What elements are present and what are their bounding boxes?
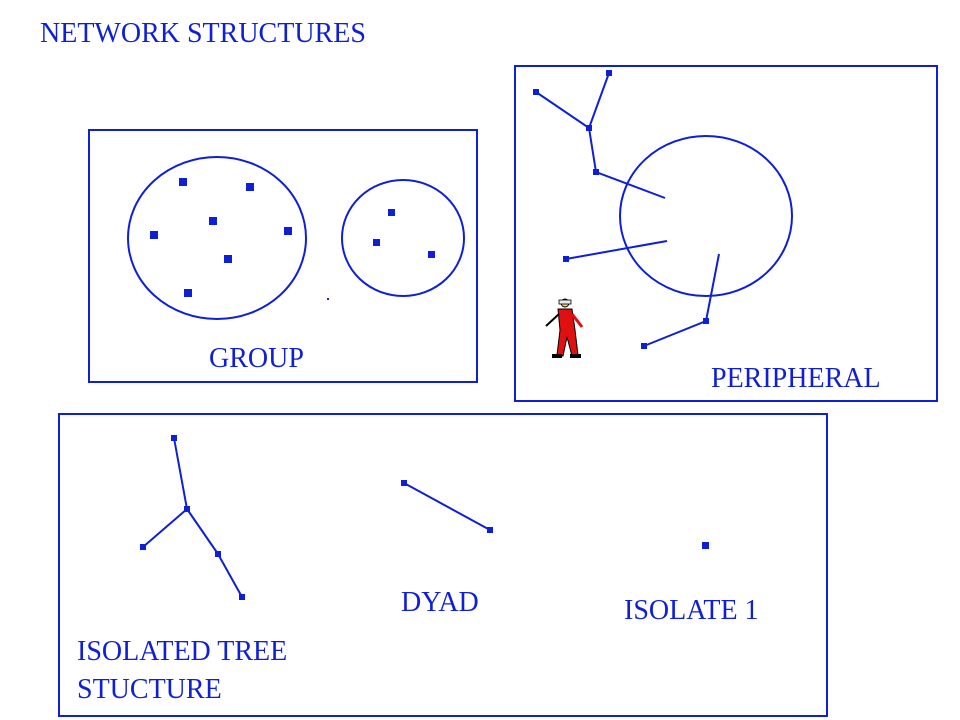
dyad-node xyxy=(401,480,407,486)
tree-edge xyxy=(186,508,219,555)
red-person-figure-icon xyxy=(545,298,584,358)
peripheral-panel-frame xyxy=(514,65,938,402)
group-node xyxy=(373,239,380,246)
group-speck xyxy=(327,298,329,300)
bottom-panel: ISOLATED TREE STUCTURE DYAD ISOLATE 1 xyxy=(58,413,828,717)
peripheral-edge-bottom xyxy=(643,253,720,347)
isolate-label: ISOLATE 1 xyxy=(624,595,759,626)
group-node xyxy=(388,209,395,216)
peripheral-edge-left xyxy=(565,240,668,260)
tree-label-line1: ISOLATED TREE xyxy=(77,636,287,667)
peripheral-branch-into-circle xyxy=(588,127,666,199)
group-node xyxy=(179,178,187,186)
group-node xyxy=(246,183,254,191)
tree-node xyxy=(171,435,177,441)
group-panel-frame xyxy=(88,129,478,383)
peripheral-node xyxy=(703,318,709,324)
tree-node xyxy=(239,594,245,600)
peripheral-node xyxy=(641,343,647,349)
tree-node xyxy=(215,551,221,557)
group-node xyxy=(184,289,192,297)
peripheral-label: PERIPHERAL xyxy=(711,363,881,394)
tree-node xyxy=(184,506,190,512)
peripheral-circle xyxy=(619,135,793,297)
group-large-circle xyxy=(127,156,307,320)
tree-label-line2: STUCTURE xyxy=(77,674,222,705)
peripheral-node xyxy=(586,125,592,131)
group-node xyxy=(150,231,158,239)
group-node xyxy=(284,227,292,235)
peripheral-branch-top xyxy=(535,72,610,130)
dyad-node xyxy=(487,527,493,533)
group-small-circle xyxy=(341,179,465,297)
peripheral-node xyxy=(563,256,569,262)
peripheral-panel: PERIPHERAL xyxy=(514,65,938,402)
tree-edge xyxy=(142,508,188,548)
tree-node xyxy=(140,544,146,550)
tree-edge xyxy=(217,553,243,598)
isolate: ISOLATE 1 xyxy=(624,542,759,626)
peripheral-node xyxy=(593,169,599,175)
group-node xyxy=(209,217,217,225)
group-panel: GROUP xyxy=(88,129,478,383)
group-node xyxy=(428,251,435,258)
peripheral-node xyxy=(533,89,539,95)
diagram-title: NETWORK STRUCTURES xyxy=(40,18,366,49)
dyad: DYAD xyxy=(401,480,493,618)
dyad-edge xyxy=(403,482,491,531)
dyad-label: DYAD xyxy=(401,587,479,618)
group-node xyxy=(224,255,232,263)
peripheral-node xyxy=(606,70,612,76)
group-label: GROUP xyxy=(209,343,304,374)
isolated-tree: ISOLATED TREE STUCTURE xyxy=(77,435,287,705)
isolate-node xyxy=(702,542,709,549)
tree-edge xyxy=(173,437,188,510)
bottom-panel-frame xyxy=(58,413,828,717)
